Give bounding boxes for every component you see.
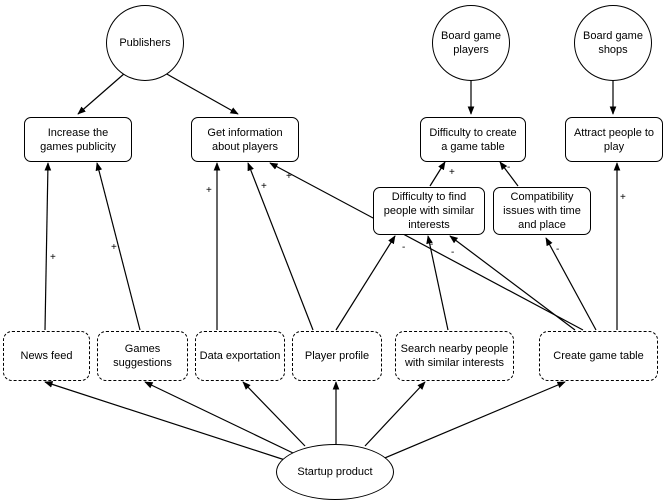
node-compatibility-issues-label: Compatibility issues with time and place [503, 191, 581, 231]
node-startup-product[interactable]: Startup product [276, 444, 394, 500]
sign-profile-find: - [402, 242, 406, 253]
feature-player-profile-label: Player profile [304, 350, 370, 362]
feature-data-exportation[interactable]: Data exportation [195, 331, 285, 381]
edge-startup-newsfeed [44, 381, 286, 461]
node-attract-people-label: Attract people to play [573, 126, 655, 153]
edge-publishers-increase [77, 72, 126, 115]
sign-newsfeed-increase: + [50, 252, 56, 263]
node-difficulty-game-table-label: Difficulty to create a game table [429, 126, 517, 153]
sign-create-getinfo: + [286, 171, 292, 182]
edge-profile-getinfo [247, 162, 314, 331]
node-increase-publicity-label: Increase the games publicity [40, 126, 116, 153]
sign-compat-table: - [507, 162, 511, 173]
feature-player-profile[interactable]: Player profile [292, 331, 382, 381]
feature-data-exportation-label: Data exportation [199, 350, 281, 362]
edge-newsfeed-increase [44, 162, 52, 331]
edge-create-compat [545, 237, 597, 331]
feature-search-nearby[interactable]: Search nearby people with similar intere… [395, 331, 514, 381]
edge-search-find [426, 235, 449, 331]
node-board-game-players[interactable]: Board game players [432, 5, 510, 81]
edge-publishers-getinfo [164, 72, 239, 115]
node-board-game-shops[interactable]: Board game shops [574, 5, 652, 81]
node-difficulty-find-people-label: Difficulty to find people with similar i… [383, 191, 475, 231]
sign-find-table: + [449, 167, 455, 178]
feature-create-game-table[interactable]: Create game table [539, 331, 658, 381]
node-board-game-shops-label: Board game shops [583, 30, 643, 56]
node-startup-product-label: Startup product [297, 466, 373, 478]
edge-profile-find [335, 235, 396, 331]
node-attract-people[interactable]: Attract people to play [565, 117, 663, 162]
edge-create-find [449, 235, 576, 331]
edge-compat-table [499, 161, 519, 187]
feature-news-feed-label: News feed [20, 350, 73, 362]
sign-search-find: - [430, 239, 434, 250]
sign-export-getinfo: + [206, 185, 212, 196]
edge-suggestions-increase [95, 162, 141, 331]
edge-find-table [429, 161, 446, 187]
sign-profile-getinfo: + [261, 181, 267, 192]
feature-create-game-table-label: Create game table [553, 350, 644, 362]
edge-create-getinfo [269, 162, 584, 331]
node-board-game-players-label: Board game players [441, 30, 501, 56]
node-publishers-label: Publishers [119, 37, 171, 49]
feature-games-suggestions-label: Games suggestions [113, 343, 172, 369]
edge-startup-search [364, 381, 426, 447]
node-difficulty-find-people[interactable]: Difficulty to find people with similar i… [373, 187, 485, 235]
node-get-information[interactable]: Get information about players [191, 117, 299, 162]
feature-news-feed[interactable]: News feed [3, 331, 90, 381]
sign-attract-create: + [620, 192, 626, 203]
edge-startup-export [242, 381, 306, 447]
sign-create-find: - [451, 247, 455, 258]
edge-startup-suggestions [144, 381, 294, 454]
node-difficulty-game-table[interactable]: Difficulty to create a game table [420, 117, 526, 162]
edge-startup-create [379, 381, 566, 461]
node-increase-publicity[interactable]: Increase the games publicity [24, 117, 132, 162]
feature-games-suggestions[interactable]: Games suggestions [97, 331, 188, 381]
node-get-information-label: Get information about players [207, 126, 283, 153]
feature-search-nearby-label: Search nearby people with similar intere… [400, 343, 509, 369]
node-publishers[interactable]: Publishers [106, 5, 184, 81]
sign-suggestions-increase: + [111, 242, 117, 253]
node-compatibility-issues[interactable]: Compatibility issues with time and place [493, 187, 591, 235]
sign-create-compat: - [556, 244, 560, 255]
